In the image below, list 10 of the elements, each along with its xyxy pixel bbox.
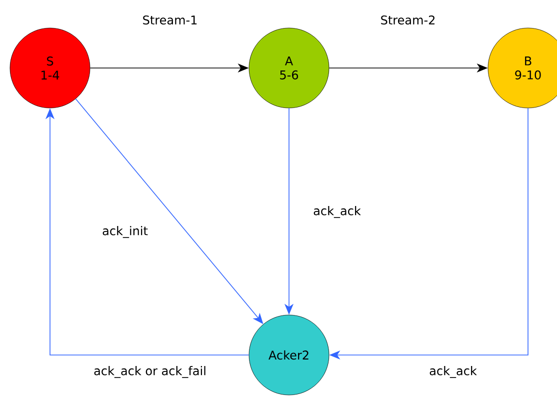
circle-node: S 1-4 xyxy=(10,28,90,108)
edge-label: Stream-2 xyxy=(379,14,437,26)
circle-node: A 5-6 xyxy=(248,28,330,108)
edge-label: ack_init xyxy=(101,225,149,239)
circle-node: B 9-10 xyxy=(488,28,557,108)
edge-label: Stream-1 xyxy=(141,14,199,26)
circle-node: Acker2 xyxy=(248,314,330,396)
edge-label: ack_ack or ack_fail xyxy=(92,365,208,379)
edge-label: ack_ack xyxy=(428,365,478,379)
edge-label: ack_ack xyxy=(312,205,362,219)
